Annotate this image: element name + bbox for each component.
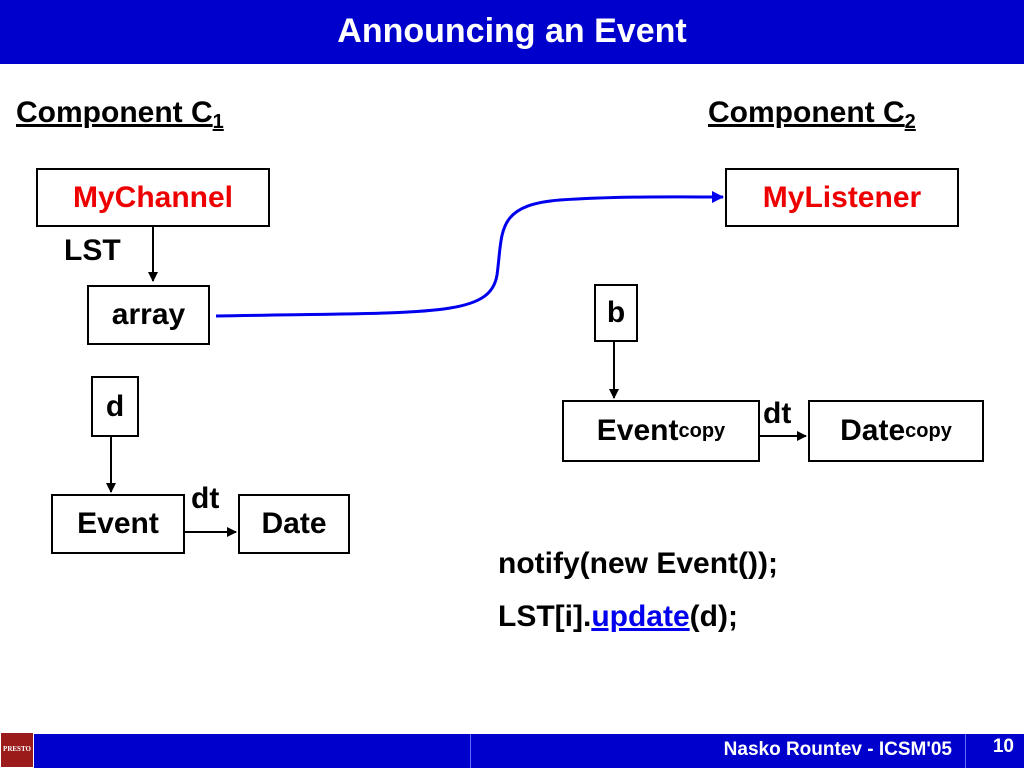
code-update-prefix: LST[i]. (498, 600, 592, 633)
footer-bar: Nasko Rountev - ICSM'05 10 (0, 734, 1024, 768)
code-line-notify: notify(new Event()); (498, 547, 778, 580)
code-update-highlight: update (591, 600, 690, 633)
dt-right-edge-label: dt (763, 397, 792, 430)
code-update-suffix: (d); (689, 600, 738, 633)
title-bar (0, 0, 1024, 64)
footer-author: Nasko Rountev - ICSM'05 (723, 739, 952, 760)
date-copy-text: Date (840, 414, 906, 447)
footer-separator-1 (470, 734, 471, 768)
component-c2-label: Component C2 (708, 96, 916, 134)
presto-logo: PRESTO (0, 732, 34, 768)
b-node: b (594, 284, 638, 342)
event-copy-text: Event (596, 414, 679, 447)
page-number: 10 (992, 736, 1014, 757)
date-node: Date (238, 494, 350, 554)
mychannel-node: MyChannel (36, 168, 270, 227)
event-node: Event (51, 494, 185, 554)
curve-array-to-mylistener (215, 190, 724, 318)
component-c2-subscript: 2 (904, 111, 916, 133)
slide-title: Announcing an Event (337, 12, 687, 50)
footer-separator-2 (965, 734, 966, 768)
mylistener-node: MyListener (725, 168, 959, 227)
d-node: d (91, 376, 139, 437)
event-copy-subscript: copy (678, 419, 726, 442)
logo-text: PRESTO (3, 745, 31, 753)
component-c1-subscript: 1 (212, 111, 224, 133)
component-c1-label: Component C1 (16, 96, 224, 134)
array-node: array (87, 285, 210, 345)
code-line-update: LST[i].update(d); (498, 600, 738, 634)
component-c1-text: Component C (16, 96, 213, 129)
lst-edge-label: LST (64, 234, 121, 267)
dt-left-edge-label: dt (191, 482, 220, 515)
date-copy-subscript: copy (905, 419, 952, 442)
component-c2-text: Component C (708, 96, 905, 129)
